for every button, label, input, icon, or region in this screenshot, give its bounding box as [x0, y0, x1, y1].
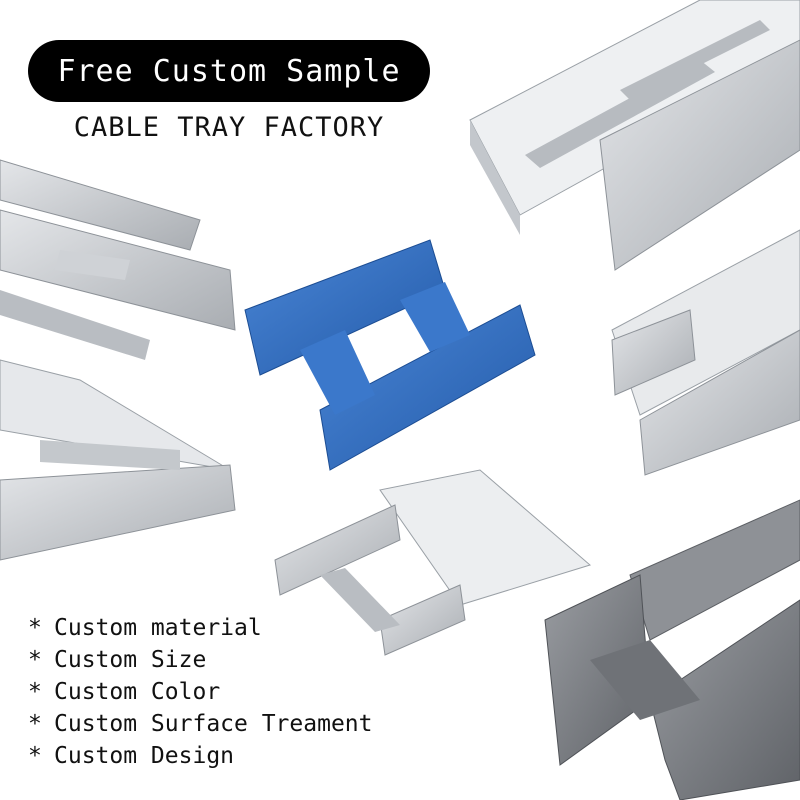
feature-text: Custom Surface Treament	[54, 711, 373, 737]
feature-list: * Custom material * Custom Size * Custom Co…	[28, 612, 373, 772]
factory-subtitle: CABLE TRAY FACTORY	[73, 112, 385, 143]
bullet-star: *	[28, 743, 42, 769]
bullet-star: *	[28, 647, 42, 673]
covered-tray-right	[611, 229, 800, 476]
feature-item: * Custom material	[28, 612, 373, 644]
feature-text: Custom Color	[54, 679, 221, 705]
ladder-tray-top-right	[469, 0, 800, 271]
feature-text: Custom material	[54, 615, 262, 641]
bullet-star: *	[28, 711, 42, 737]
feature-text: Custom Design	[54, 743, 235, 769]
bullet-star: *	[28, 679, 42, 705]
banner-label: Free Custom Sample	[57, 53, 401, 89]
ladder-tray-with-cover	[274, 469, 592, 656]
free-sample-banner: Free Custom Sample	[28, 40, 430, 102]
feature-item: * Custom Surface Treament	[28, 708, 373, 740]
covered-tray-left	[0, 359, 236, 561]
ladder-tray-top-left	[0, 159, 236, 360]
feature-item: * Custom Design	[28, 740, 373, 772]
dark-tray-bottom-right	[544, 499, 800, 800]
feature-text: Custom Size	[54, 647, 207, 673]
ladder-tray-blue	[244, 239, 536, 471]
feature-item: * Custom Size	[28, 644, 373, 676]
bullet-star: *	[28, 615, 42, 641]
feature-item: * Custom Color	[28, 676, 373, 708]
